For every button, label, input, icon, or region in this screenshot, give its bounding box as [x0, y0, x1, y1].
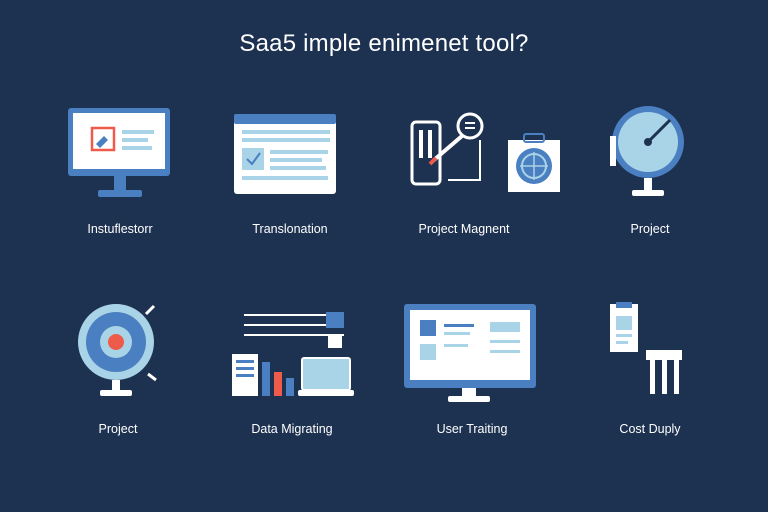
browser-window-icon: [234, 114, 336, 194]
tile-user-training[interactable]: User Traiting: [392, 300, 552, 450]
target-icon: [78, 304, 157, 396]
tile-translonation[interactable]: Translonation: [210, 100, 370, 250]
tile-project-gauge[interactable]: Project: [570, 100, 730, 250]
tile-project-management[interactable]: Project Magnent: [384, 100, 560, 250]
tile-label: User Traiting: [436, 422, 508, 436]
tile-label: Translonation: [252, 222, 328, 236]
tile-label: Project Magnent: [418, 222, 510, 236]
phone-workflow-icon: [410, 112, 560, 192]
tile-label: Project: [98, 422, 138, 436]
tile-cost-duply[interactable]: Cost Duply: [570, 300, 730, 450]
tile-data-migrating[interactable]: Data Migrating: [212, 300, 372, 450]
training-monitor-icon: [404, 304, 536, 402]
tile-installation[interactable]: Instuflestorr: [40, 100, 200, 250]
tile-project-target[interactable]: Project: [38, 300, 198, 450]
gauge-icon: [610, 106, 684, 196]
tile-label: Data Migrating: [251, 422, 333, 436]
data-migration-icon: [232, 312, 354, 396]
tile-label: Cost Duply: [619, 422, 681, 436]
clipboard-stool-icon: [610, 302, 682, 394]
monitor-edit-icon: [68, 108, 170, 197]
tile-label: Instuflestorr: [87, 222, 153, 236]
tile-label: Project: [630, 222, 670, 236]
page-title: Saa5 imple enimenet tool?: [239, 30, 529, 57]
